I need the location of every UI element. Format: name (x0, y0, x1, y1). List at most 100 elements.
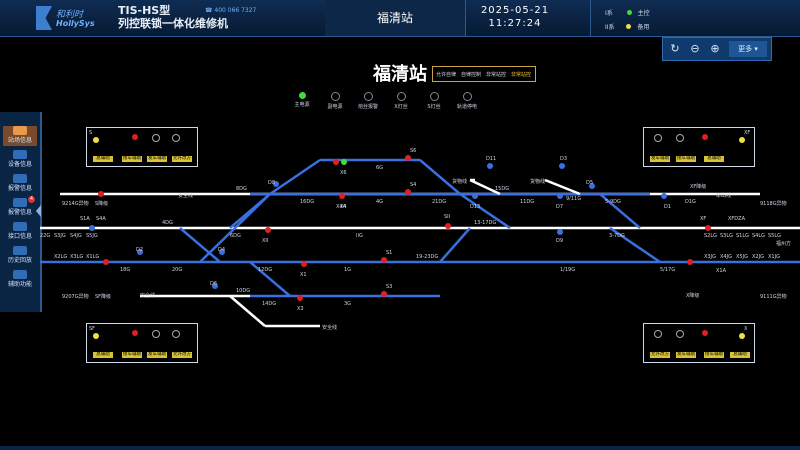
safety-spur[interactable] (229, 295, 266, 327)
signal-x6-green[interactable] (341, 159, 347, 165)
total-aux-button[interactable]: 总辅助 (730, 352, 750, 358)
direction-arrow-icon (93, 137, 99, 143)
refresh-icon[interactable]: ↻ (670, 42, 680, 55)
crossover-19[interactable] (439, 227, 471, 263)
track-label: 4G (376, 199, 383, 205)
receive-aux-button[interactable]: 接车辅助 (676, 156, 696, 162)
control-mode-legend: 允许自律 自律控制 非常站控 非常站控 (432, 66, 536, 82)
system2-state: 备用 (637, 24, 650, 31)
signal-d13[interactable] (472, 193, 478, 199)
product-line1: TIS-HS型 (118, 4, 171, 17)
status-dot-green (626, 10, 632, 15)
signal-xii[interactable] (265, 227, 271, 233)
signal-sii[interactable] (445, 223, 451, 229)
depart-aux-button[interactable]: 发车辅助 (147, 352, 167, 358)
depart-aux-button[interactable]: 发车辅助 (147, 156, 167, 162)
receive-aux-button[interactable]: 接车辅助 (704, 352, 724, 358)
crossover-17[interactable] (459, 192, 511, 230)
zoom-in-icon[interactable]: ⊕ (710, 42, 720, 55)
crossover-6g-left[interactable] (269, 158, 321, 196)
signal-s3[interactable] (381, 291, 387, 297)
indicator-label: 主电源 (294, 102, 310, 108)
total-aux-button[interactable]: 总辅助 (93, 156, 113, 162)
signal-d1[interactable] (661, 193, 667, 199)
track-label: S4JG (70, 233, 82, 239)
track-label: S3LG (720, 233, 733, 239)
signal-d8[interactable] (273, 181, 279, 187)
freight-spur-1[interactable] (469, 178, 501, 196)
track-label: 11DG (520, 199, 534, 205)
crossover-6g-right[interactable] (419, 159, 461, 195)
sidebar-item-station-info[interactable]: 站场信息 (3, 126, 37, 146)
total-aux-button[interactable]: 总辅助 (704, 156, 724, 162)
product-title: TIS-HS型 列控联锁一体化维修机 (118, 4, 228, 30)
signal-s1a[interactable] (89, 225, 95, 231)
signal-d11[interactable] (487, 163, 493, 169)
allow-change-button[interactable]: 允许改方 (172, 156, 192, 162)
zoom-out-icon[interactable]: ⊖ (690, 42, 700, 55)
header-divider (465, 0, 466, 36)
allow-change-button[interactable]: 允许改方 (650, 352, 670, 358)
signal-x4[interactable] (339, 193, 345, 199)
sidebar-item-history-replay[interactable]: 历史回放 (3, 246, 37, 266)
signal-label: XII (262, 238, 268, 244)
signal-sf[interactable] (103, 259, 109, 265)
signal-xf[interactable] (705, 225, 711, 231)
signal-x1[interactable] (301, 261, 307, 267)
signal-x3[interactable] (297, 295, 303, 301)
place-label: 9207G异物 (62, 293, 89, 300)
panel-bottom-left: SF 总辅助 接车辅助 发车辅助 允许改方 (86, 323, 198, 363)
signal-s6[interactable] (405, 155, 411, 161)
panel-top-right: XF 发车辅助 接车辅助 总辅助 (643, 127, 755, 167)
station-tab[interactable]: 福清站 (325, 0, 465, 36)
track-label: 15DG (495, 186, 509, 192)
panel-direction: SF (89, 326, 96, 332)
signal-label: X1 (300, 272, 307, 278)
signal-label: X4 (340, 204, 347, 210)
panel-direction: XF (744, 130, 751, 136)
signal-d3[interactable] (559, 163, 565, 169)
signal-d4[interactable] (219, 249, 225, 255)
freight-spur-2[interactable] (544, 178, 581, 196)
total-aux-button[interactable]: 总辅助 (93, 352, 113, 358)
signal-d2[interactable] (137, 249, 143, 255)
legend-item: 非常站控 (511, 72, 532, 78)
sidebar-item-aux-functions[interactable]: 辅助功能 (3, 270, 37, 290)
signal-label: D6 (210, 281, 217, 287)
crossover-1[interactable] (609, 226, 661, 264)
crossover-6[interactable] (229, 193, 271, 229)
allow-change-button[interactable]: 允许改方 (172, 352, 192, 358)
signal-label: D5 (586, 180, 593, 186)
place-label: 货物线 (530, 178, 545, 185)
signal-s1[interactable] (381, 257, 387, 263)
status-lamp-red (702, 330, 708, 336)
signal-label: D4 (218, 247, 225, 253)
signal-d9[interactable] (557, 229, 563, 235)
receive-aux-button[interactable]: 接车辅助 (122, 156, 142, 162)
signal-x6[interactable] (333, 159, 339, 165)
system1-status: I系 主控 (605, 8, 650, 17)
signal-s4[interactable] (405, 189, 411, 195)
signals (89, 155, 711, 301)
signal-s[interactable] (98, 191, 104, 197)
sidebar-item-device-info[interactable]: 设备信息 (3, 150, 37, 170)
sidebar-item-interface-info[interactable]: 接口信息 (3, 222, 37, 242)
signal-x[interactable] (687, 259, 693, 265)
receive-aux-button[interactable]: 接车辅助 (122, 352, 142, 358)
signal-d6[interactable] (212, 283, 218, 289)
depart-aux-button[interactable]: 发车辅助 (650, 156, 670, 162)
crossover-7[interactable] (599, 193, 641, 229)
track-label: 19-23DG (416, 254, 438, 260)
signal-d5[interactable] (589, 183, 595, 189)
more-button[interactable]: 更多 ▾ (729, 41, 767, 57)
crossover-4[interactable] (179, 227, 221, 263)
depart-aux-button[interactable]: 发车辅助 (676, 352, 696, 358)
crossover-12[interactable] (249, 261, 291, 297)
track-label: 6G (376, 165, 383, 171)
indicator-x-lamp: X灯丝 (386, 92, 416, 110)
sidebar-item-alarm-info[interactable]: 报警信息 (3, 174, 37, 194)
signal-d7[interactable] (557, 193, 563, 199)
collapse-arrow-icon[interactable] (36, 205, 41, 217)
